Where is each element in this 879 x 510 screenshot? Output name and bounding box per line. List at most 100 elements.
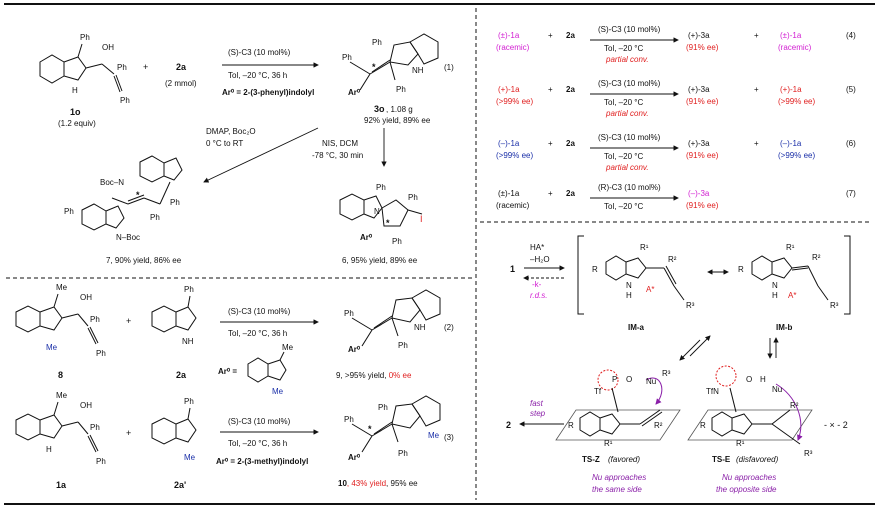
mech-rds: r.d.s. [530,291,547,300]
equilibrium-arrow-left-back [689,335,711,357]
ph-label: Ph [96,349,106,358]
me-label: Me [56,391,68,400]
kr-catalyst: (S)-C3 (10 mol%) [598,25,661,34]
ts-z-structure [579,369,663,437]
ts-e-curly-arrow [775,383,803,441]
oh-label: OH [80,401,92,410]
compound-label-3o: 3o [374,104,385,114]
kr-catalyst: (S)-C3 (10 mol%) [598,133,661,142]
ts-z-note-1: Nu approaches [592,473,646,482]
ph-label: Ph [90,315,100,324]
catalyst-label: (S)-C3 (10 mol%) [228,417,291,426]
kr-reagent: 2a [566,85,575,94]
product-9-yield: 9, >95% yield, 0% ee [336,371,412,380]
plus-sign: + [548,189,553,198]
equilibrium-arrow-left [679,339,701,361]
solvent-label: Tol, –20 °C, 36 h [228,71,287,80]
kr-reagent: 2a [566,189,575,198]
ph-label: Ph [184,397,194,406]
kr-substrate-note: (racemic) [496,43,530,52]
r-label: R [568,421,574,430]
plus-sign: + [754,31,759,40]
ph-label: Ph [372,38,382,47]
solvent-label: Tol, –20 °C, 36 h [228,439,287,448]
ar-definition: Ar⁰ = 2-(3-methyl)indolyl [216,457,308,466]
stereocenter-star: * [368,424,372,434]
compound-label-1o: 1o [70,107,81,117]
plus-sign: + [548,85,553,94]
nh-label: NH [182,337,194,346]
equation-number-3: (3) [444,433,454,442]
plus-sign: + [754,139,759,148]
nh-label: H [46,445,52,454]
kr-catalyst: (R)-C3 (10 mol%) [598,183,661,192]
substrate-1a-structure [15,401,99,453]
ts-z-plane [555,409,681,441]
nh-label: NH [414,323,426,332]
tfn-label: TfN [706,387,719,396]
equiv-label: (1.2 equiv) [58,119,96,128]
r-label: R [738,265,744,274]
kr-catalyst: (S)-C3 (10 mol%) [598,79,661,88]
tf-label: Tf [594,387,602,396]
h-label: H [626,291,632,300]
kr-substrate-note: (>99% ee) [496,97,533,106]
kr-substrate-note: (racemic) [496,201,530,210]
kr-solvent: Tol, –20 °C [604,44,643,53]
ph-label: Ph [344,309,354,318]
n-me-label: Me [272,387,284,396]
ts-z-curly-arrow [645,377,663,405]
mech-start-1: 1 [510,264,515,274]
kr-extra: partial conv. [605,109,649,118]
kr-row-4: (±)-1a (racemic) + 2a (S)-C3 (10 mol%) T… [496,25,856,64]
product-7-structure [81,155,183,231]
kr-product: (+)-3a [688,31,710,40]
ts-e-disfavored: (disfavored) [736,455,779,464]
plus-sign: + [143,62,148,72]
ph-label: Ph [120,96,130,105]
ph-label: Ph [80,33,90,42]
equation-number-1: (1) [444,63,454,72]
ar-n-methylindolyl-structure [247,351,287,383]
kr-substrate: (±)-1a [498,189,520,198]
me-label: Me [282,343,294,352]
compound-label-8: 8 [58,370,63,380]
r1-label: R¹ [786,243,795,252]
o-label: O [746,375,752,384]
n-label: N [626,281,632,290]
kr-product-ee: (91% ee) [686,201,719,210]
ph-label: Ph [90,423,100,432]
kr-substrate: (+)-1a [498,85,520,94]
product-6-structure [339,193,423,227]
compound-label-1a: 1a [56,480,67,490]
im-a-label: IM-a [628,323,645,332]
compound-label-2a-prime: 2a' [174,480,186,490]
product-10-structure [351,395,441,453]
ts-e-label: TS-E [712,455,731,464]
reaction-arrow-boc [203,127,319,183]
nh-label: H [72,86,78,95]
kr-row-5: (+)-1a (>99% ee) + 2a (S)-C3 (10 mol%) T… [496,79,856,118]
mech-water-loss: –H₂O [530,255,550,264]
ts-z-label: TS-Z [582,455,600,464]
kr-reagent: 2a [566,139,575,148]
r3-label: R³ [804,449,813,458]
ph-label: Ph [378,403,388,412]
r2-label: R² [790,401,799,410]
kr-substrate-note: (>99% ee) [496,151,533,160]
product-6-yield: 6, 95% yield, 89% ee [342,256,418,265]
h-label: H [760,375,766,384]
iodo-label: I [420,214,423,224]
kr-reagent: 2a [566,31,575,40]
bracket-right [844,235,851,315]
kr-recovered: (±)-1a [780,31,802,40]
kr-product: (+)-3a [688,85,710,94]
ph-label: Ph [64,207,74,216]
kr-row-7: (±)-1a (racemic) + 2a (R)-C3 (10 mol%) T… [496,183,856,211]
n-me-label: Me [184,453,196,462]
nu-label: Nu [772,385,782,394]
boc-condition-1: DMAP, Boc₂O [206,127,256,136]
im-a-structure [605,255,685,301]
n-label: N [772,281,778,290]
